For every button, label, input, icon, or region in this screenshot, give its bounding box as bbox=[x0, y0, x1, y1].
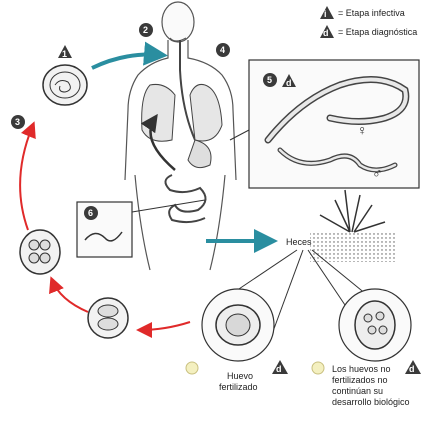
egg-granule bbox=[375, 311, 385, 321]
head bbox=[161, 1, 195, 43]
cycle-arrow-left bbox=[49, 276, 89, 313]
infective-badge-icon bbox=[58, 45, 72, 58]
egg-granule bbox=[363, 313, 373, 323]
stage-badge-6: 6 bbox=[84, 206, 98, 220]
diagnostic-triangle-icon bbox=[320, 25, 334, 38]
legend: i = Etapa infectiva d = Etapa diagnóstic… bbox=[320, 6, 417, 38]
fertilized-diagnostic-icon bbox=[272, 360, 288, 374]
stage-3-number: 3 bbox=[15, 117, 20, 127]
stage-badge-3: 3 bbox=[11, 115, 25, 129]
egg-cell bbox=[39, 252, 51, 264]
unfertilized-label-2: fertilizados no bbox=[332, 375, 388, 385]
stage-4-circle bbox=[216, 43, 230, 57]
adult-worms-box: ♀ ♂ bbox=[248, 59, 420, 189]
egg-granule bbox=[367, 325, 377, 335]
cycle-arrow-bottom bbox=[136, 321, 191, 338]
stage-5-diagnostic-badge: d bbox=[286, 78, 292, 88]
egg-cell bbox=[97, 317, 119, 331]
organs bbox=[141, 40, 223, 224]
unfertilized-label-1: Los huevos no bbox=[332, 364, 391, 374]
stage-1-number: 1 bbox=[62, 49, 67, 59]
egg-granule bbox=[378, 325, 388, 335]
stage-3-circle bbox=[11, 115, 25, 129]
fertilized-diagnostic-badge: d bbox=[276, 364, 282, 374]
migration-arrow bbox=[140, 113, 176, 171]
fertilized-label-1: Huevo bbox=[227, 371, 253, 381]
intestine bbox=[164, 174, 207, 224]
larva-worm bbox=[84, 231, 123, 242]
female-worm-body bbox=[266, 77, 408, 142]
unfertilized-label-4: desarrollo biológico bbox=[332, 397, 410, 407]
stage-badge-4: 4 bbox=[216, 43, 230, 57]
egg-cell bbox=[97, 304, 119, 318]
stage-badge-2: 2 bbox=[139, 23, 153, 37]
left-lung bbox=[141, 84, 176, 142]
stage-5-diagnostic-icon bbox=[282, 74, 296, 87]
human-body bbox=[124, 1, 237, 271]
larva-coil bbox=[54, 80, 71, 93]
legend-infective-text: = Etapa infectiva bbox=[338, 8, 405, 18]
stage-6-circle bbox=[84, 206, 98, 220]
legend-diagnostic-text: = Etapa diagnóstica bbox=[338, 27, 417, 37]
stomach bbox=[187, 139, 212, 169]
legend-diagnostic-badge: d bbox=[323, 28, 329, 38]
fertilized-label-2: fertilizado bbox=[219, 382, 258, 392]
line-to-unfertilized bbox=[307, 249, 346, 306]
soil-plant bbox=[310, 189, 395, 262]
fertilized-marker-icon bbox=[185, 361, 199, 375]
legend-infective: i = Etapa infectiva bbox=[320, 6, 405, 19]
egg-shell bbox=[354, 300, 396, 350]
fertilized-egg bbox=[201, 288, 275, 362]
cycle-arrow-up bbox=[19, 121, 36, 231]
stage-2-egg bbox=[19, 229, 61, 275]
two-cell-egg bbox=[87, 297, 129, 339]
unfertilized-diagnostic-badge: d bbox=[409, 364, 415, 374]
unfertilized-egg bbox=[338, 288, 412, 362]
egg-inner bbox=[49, 71, 81, 99]
egg-cell bbox=[28, 252, 40, 264]
male-symbol: ♂ bbox=[372, 165, 383, 181]
pointer-line bbox=[229, 129, 250, 141]
egg-cell bbox=[39, 239, 51, 251]
infective-arrow bbox=[91, 41, 168, 70]
egg-shell bbox=[42, 64, 88, 106]
stage-5-number: 5 bbox=[267, 75, 272, 85]
right-lung bbox=[189, 84, 223, 142]
stage-1-egg bbox=[42, 64, 88, 106]
stage-badge-5: 5 d bbox=[263, 73, 296, 88]
stage-4-number: 4 bbox=[220, 45, 225, 55]
legend-infective-badge: i bbox=[324, 9, 327, 19]
unfertilized-marker-icon bbox=[311, 361, 325, 375]
unfertilized-label-3: continúan su bbox=[332, 386, 383, 396]
feces-label: Heces bbox=[286, 237, 312, 247]
egg-cell bbox=[28, 239, 40, 251]
male-worm-body bbox=[278, 148, 397, 172]
torso-outline bbox=[124, 40, 237, 271]
stage-badge-1: 1 bbox=[58, 45, 72, 59]
stage-2-circle bbox=[139, 23, 153, 37]
unfertilized-diagnostic-icon bbox=[405, 360, 421, 374]
mouth bbox=[169, 37, 187, 42]
stage-2-number: 2 bbox=[143, 25, 148, 35]
stage-6-number: 6 bbox=[88, 208, 93, 218]
egg-inner bbox=[225, 313, 251, 337]
soil bbox=[310, 232, 395, 262]
stage-5-circle bbox=[263, 73, 277, 87]
esophagus bbox=[179, 40, 196, 141]
larva-pointer-line bbox=[131, 199, 206, 213]
grass bbox=[319, 189, 386, 233]
legend-diagnostic: d = Etapa diagnóstica bbox=[320, 25, 417, 38]
female-symbol: ♀ bbox=[357, 122, 368, 138]
egg-shell bbox=[19, 229, 61, 275]
infective-triangle-icon bbox=[320, 6, 334, 19]
